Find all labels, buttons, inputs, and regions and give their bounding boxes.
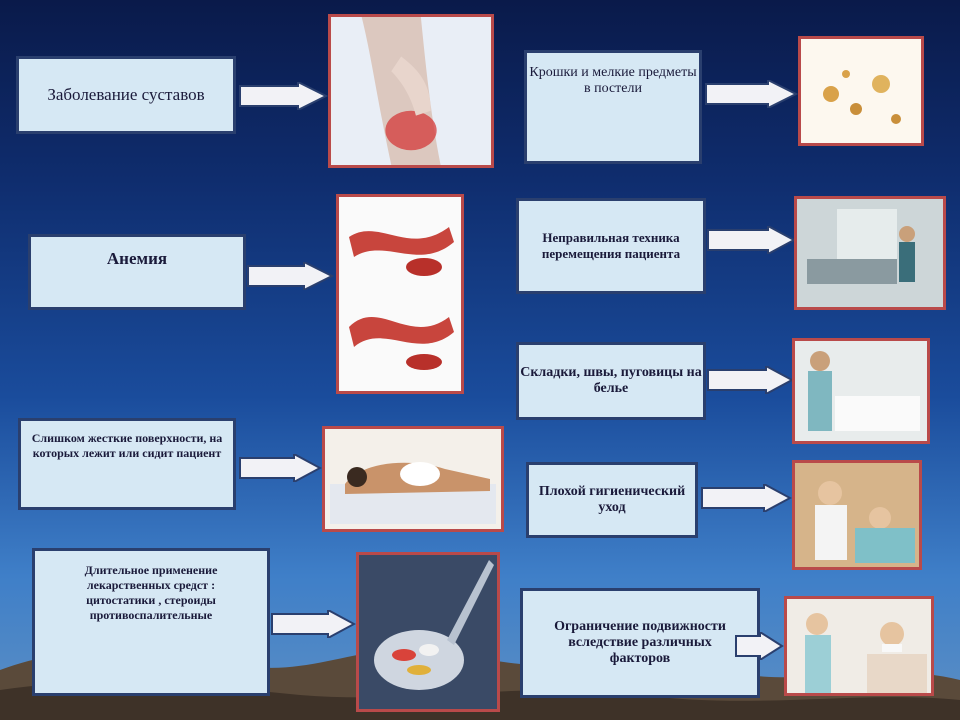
cause-box-joints: Заболевание суставов bbox=[16, 56, 236, 134]
cause-box-anemia: Анемия bbox=[28, 234, 246, 310]
arrow-icon bbox=[707, 366, 794, 394]
cause-label: Длительное применение лекарственных сред… bbox=[84, 563, 218, 622]
arrow-icon bbox=[271, 610, 356, 638]
cause-box-hygiene: Плохой гигиенический уход bbox=[526, 462, 698, 538]
cause-label: Неправильная техника перемещения пациент… bbox=[541, 230, 681, 261]
cause-label: Слишком жесткие поверхности, на которых … bbox=[31, 431, 223, 460]
cause-box-crumbs: Крошки и мелкие предметы в постели bbox=[524, 50, 702, 164]
photo-hospital-corridor bbox=[794, 196, 946, 310]
cause-label: Складки, швы, пуговицы на белье bbox=[520, 365, 702, 396]
cause-label: Анемия bbox=[106, 249, 168, 268]
arrow-icon bbox=[701, 484, 792, 512]
arrow-icon bbox=[707, 226, 796, 254]
cause-box-folds: Складки, швы, пуговицы на белье bbox=[516, 342, 706, 420]
cause-box-mobility: Ограничение подвижности вследствие разли… bbox=[520, 588, 760, 698]
photo-lying-patient bbox=[322, 426, 504, 532]
photo-blood-vessels bbox=[336, 194, 464, 394]
arrow-icon bbox=[247, 262, 334, 290]
photo-pills-spoon bbox=[356, 552, 500, 712]
arrow-icon bbox=[705, 80, 798, 108]
cause-box-drugs: Длительное применение лекарственных сред… bbox=[32, 548, 270, 696]
photo-nurse-patient-collar bbox=[784, 596, 934, 696]
cause-label: Плохой гигиенический уход bbox=[538, 484, 686, 515]
arrow-icon bbox=[239, 454, 322, 482]
photo-knee-pain bbox=[328, 14, 494, 168]
photo-patient-care bbox=[792, 460, 922, 570]
cause-box-transfer: Неправильная техника перемещения пациент… bbox=[516, 198, 706, 294]
cause-box-surfaces: Слишком жесткие поверхности, на которых … bbox=[18, 418, 236, 510]
cause-label: Заболевание суставов bbox=[47, 85, 205, 104]
photo-nurse-bed bbox=[792, 338, 930, 444]
cause-label: Ограничение подвижности вследствие разли… bbox=[554, 619, 726, 666]
cause-label: Крошки и мелкие предметы в постели bbox=[529, 65, 697, 96]
arrow-icon bbox=[239, 82, 328, 110]
arrow-icon bbox=[735, 632, 784, 660]
photo-crumbs bbox=[798, 36, 924, 146]
